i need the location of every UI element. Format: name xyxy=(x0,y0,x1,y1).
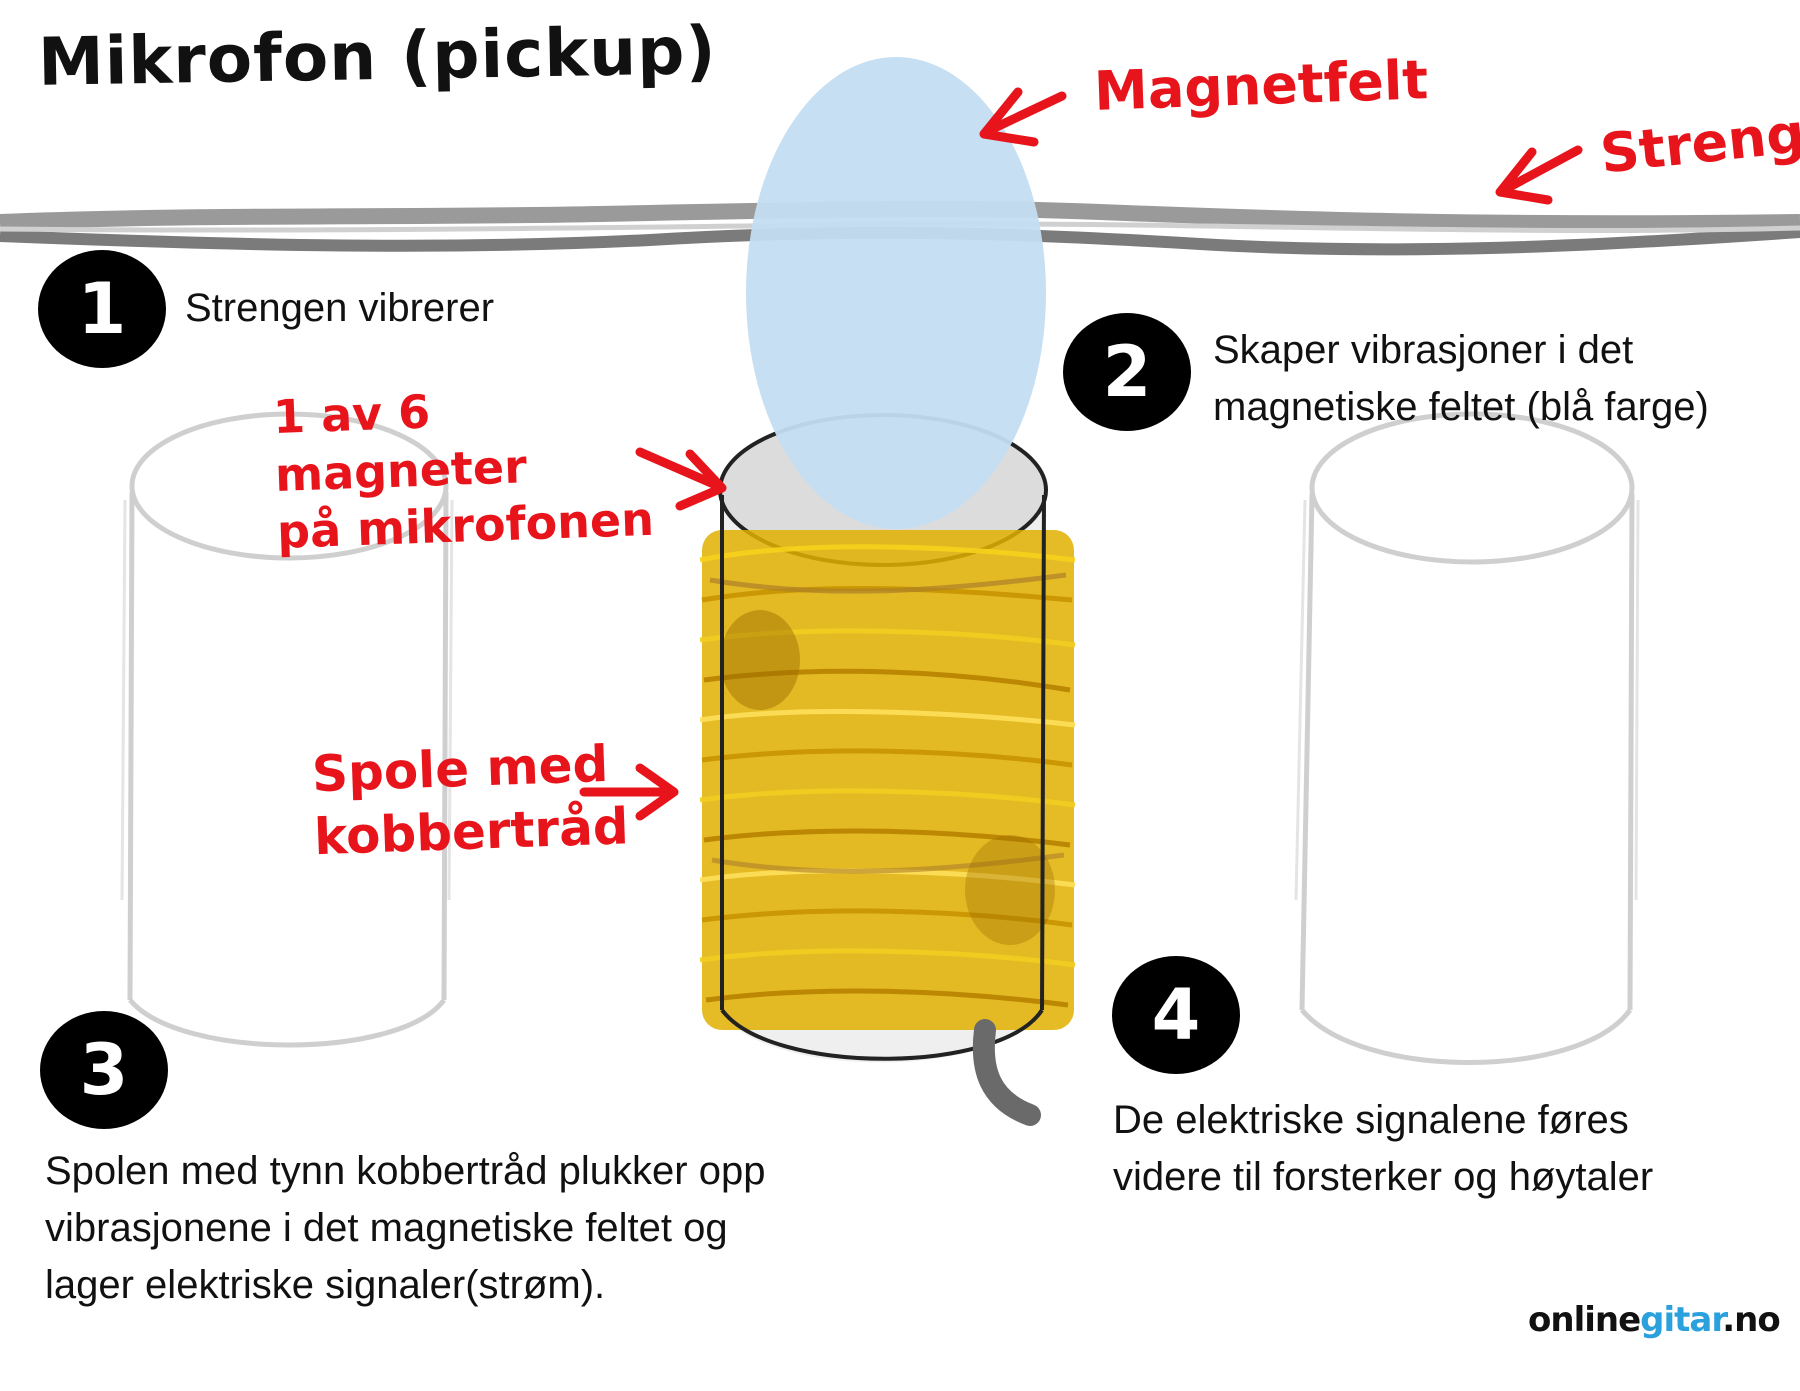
label-magneter-line1: 1 av 6 magneter xyxy=(272,384,528,502)
logo-part1: online xyxy=(1528,1300,1641,1340)
step-4-text: De elektriske signalene føres videre til… xyxy=(1113,1092,1793,1206)
label-spole: Spole med kobbertråd xyxy=(310,733,630,868)
label-spole-line1: Spole med xyxy=(310,734,610,804)
step-1-badge: 1 xyxy=(38,250,166,368)
arrow-magneter xyxy=(635,447,727,511)
faded-magnet-right xyxy=(1294,411,1640,1065)
arrow-magnetfelt xyxy=(979,87,1067,147)
step-4-line2: videre til forsterker og høytaler xyxy=(1113,1155,1654,1199)
step-3-text: Spolen med tynn kobbertråd plukker opp v… xyxy=(45,1143,905,1314)
step-4-line1: De elektriske signalene føres xyxy=(1113,1098,1629,1142)
step-3-badge: 3 xyxy=(40,1011,168,1129)
step-1-text: Strengen vibrerer xyxy=(185,286,495,330)
step-2-text: Skaper vibrasjoner i det magnetiske felt… xyxy=(1213,322,1793,436)
page-title: Mikrofon (pickup) xyxy=(37,12,718,101)
step-2-badge: 2 xyxy=(1063,313,1191,431)
annotation-arrows xyxy=(579,87,1583,821)
arrow-streng xyxy=(1495,145,1583,205)
label-magneter: 1 av 6 magneter på mikrofonen xyxy=(272,375,678,561)
arrow-spole xyxy=(579,763,679,821)
site-logo: onlinegitar.no xyxy=(1528,1300,1781,1340)
step-4-badge: 4 xyxy=(1112,956,1240,1074)
faded-magnet-left xyxy=(120,411,454,1048)
step-2-line2: magnetiske feltet (blå farge) xyxy=(1213,385,1709,429)
label-spole-line2: kobbertråd xyxy=(313,796,630,866)
step-3-line1: Spolen med tynn kobbertråd plukker opp xyxy=(45,1149,766,1193)
step-2-line1: Skaper vibrasjoner i det xyxy=(1213,328,1634,372)
label-magnetfelt: Magnetfelt xyxy=(1092,48,1430,123)
step-3-line3: lager elektriske signaler(strøm). xyxy=(45,1263,606,1307)
magnetic-field xyxy=(746,57,1046,529)
logo-part2: gitar xyxy=(1640,1300,1723,1340)
logo-part3: .no xyxy=(1722,1300,1780,1340)
step-3-line2: vibrasjonene i det magnetiske feltet og xyxy=(45,1206,728,1250)
